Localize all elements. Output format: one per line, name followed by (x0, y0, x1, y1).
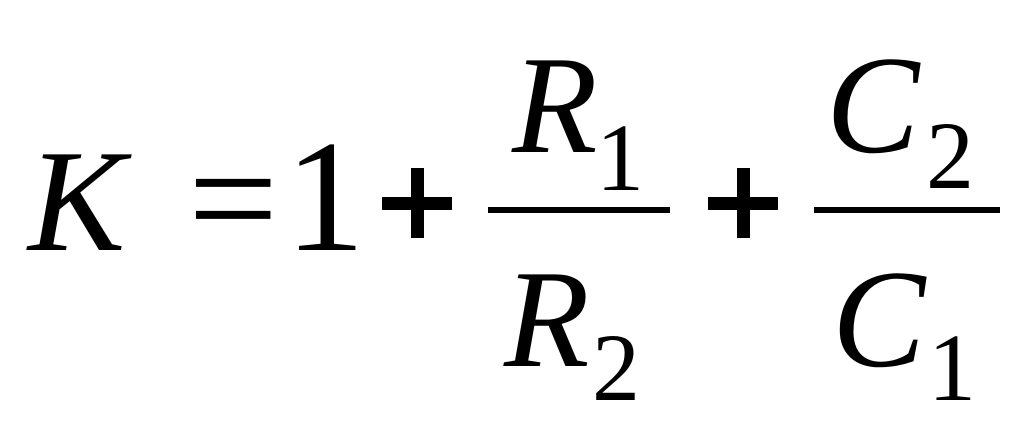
constant-one: 1 (285, 107, 365, 285)
fraction-2-numerator-subscript: 2 (926, 102, 974, 209)
fraction-2-denominator-symbol: C (832, 242, 926, 397)
lhs-symbol: K (28, 120, 126, 282)
fraction-2-bar (814, 207, 1000, 213)
equals-sign: = (188, 109, 279, 287)
fraction-1-bar (488, 207, 670, 213)
fraction-2-numerator-symbol: C (826, 28, 920, 183)
fraction-1-numerator-subscript: 1 (596, 104, 644, 211)
fraction-1-numerator-symbol: R (512, 28, 598, 183)
plus-sign-2: + (708, 168, 778, 238)
plus-sign-1: + (382, 168, 452, 238)
fraction-1-denominator-subscript: 2 (592, 314, 640, 421)
fraction-2-denominator-subscript: 1 (928, 314, 976, 421)
fraction-1-denominator-symbol: R (504, 242, 590, 397)
